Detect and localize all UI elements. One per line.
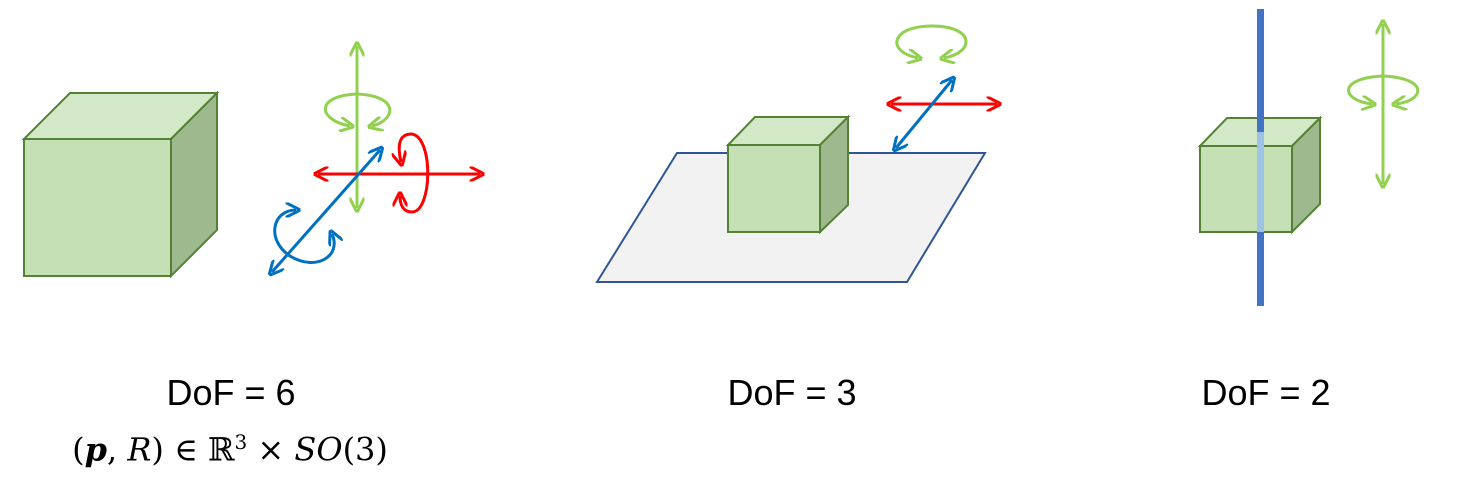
planar-y-translation-arrow — [896, 80, 952, 148]
caption-dof-6: DoF = 6 — [166, 372, 296, 413]
planar-rotation-arrow — [895, 24, 968, 58]
formula-times: × — [247, 430, 295, 469]
caption-dof-2: DoF = 2 — [1201, 372, 1331, 413]
caption-dof-3: DoF = 3 — [727, 372, 857, 413]
six-dof-arrows — [272, 46, 480, 272]
vertical-rotation-arrow — [323, 92, 392, 126]
horizontal-rotation-arrow — [399, 132, 430, 214]
formula-comma: , — [106, 430, 128, 469]
rod-inside-cube — [1257, 132, 1264, 232]
formula-exponent: 3 — [234, 430, 248, 454]
free-cube — [21, 90, 220, 279]
two-dof-arrows — [1347, 24, 1420, 184]
formula-rotation: R — [127, 430, 152, 469]
cube-front-face — [23, 138, 172, 277]
cube-front-face — [727, 144, 821, 233]
configuration-space-formula: (p, R) ∈ ℝ3 × SO(3) — [72, 430, 388, 469]
formula-position: p — [84, 430, 107, 469]
planar-cube — [725, 114, 851, 235]
three-dof-arrows — [891, 24, 997, 148]
cube-front-face — [1199, 145, 1293, 233]
rod-rotation-arrow — [1347, 74, 1420, 104]
formula-middle: ) ∈ ℝ — [151, 430, 235, 469]
depth-rotation-arrow — [273, 210, 334, 264]
formula-so: SO — [294, 430, 343, 469]
formula-tail: (3) — [342, 430, 388, 469]
formula-open: ( — [72, 430, 85, 469]
